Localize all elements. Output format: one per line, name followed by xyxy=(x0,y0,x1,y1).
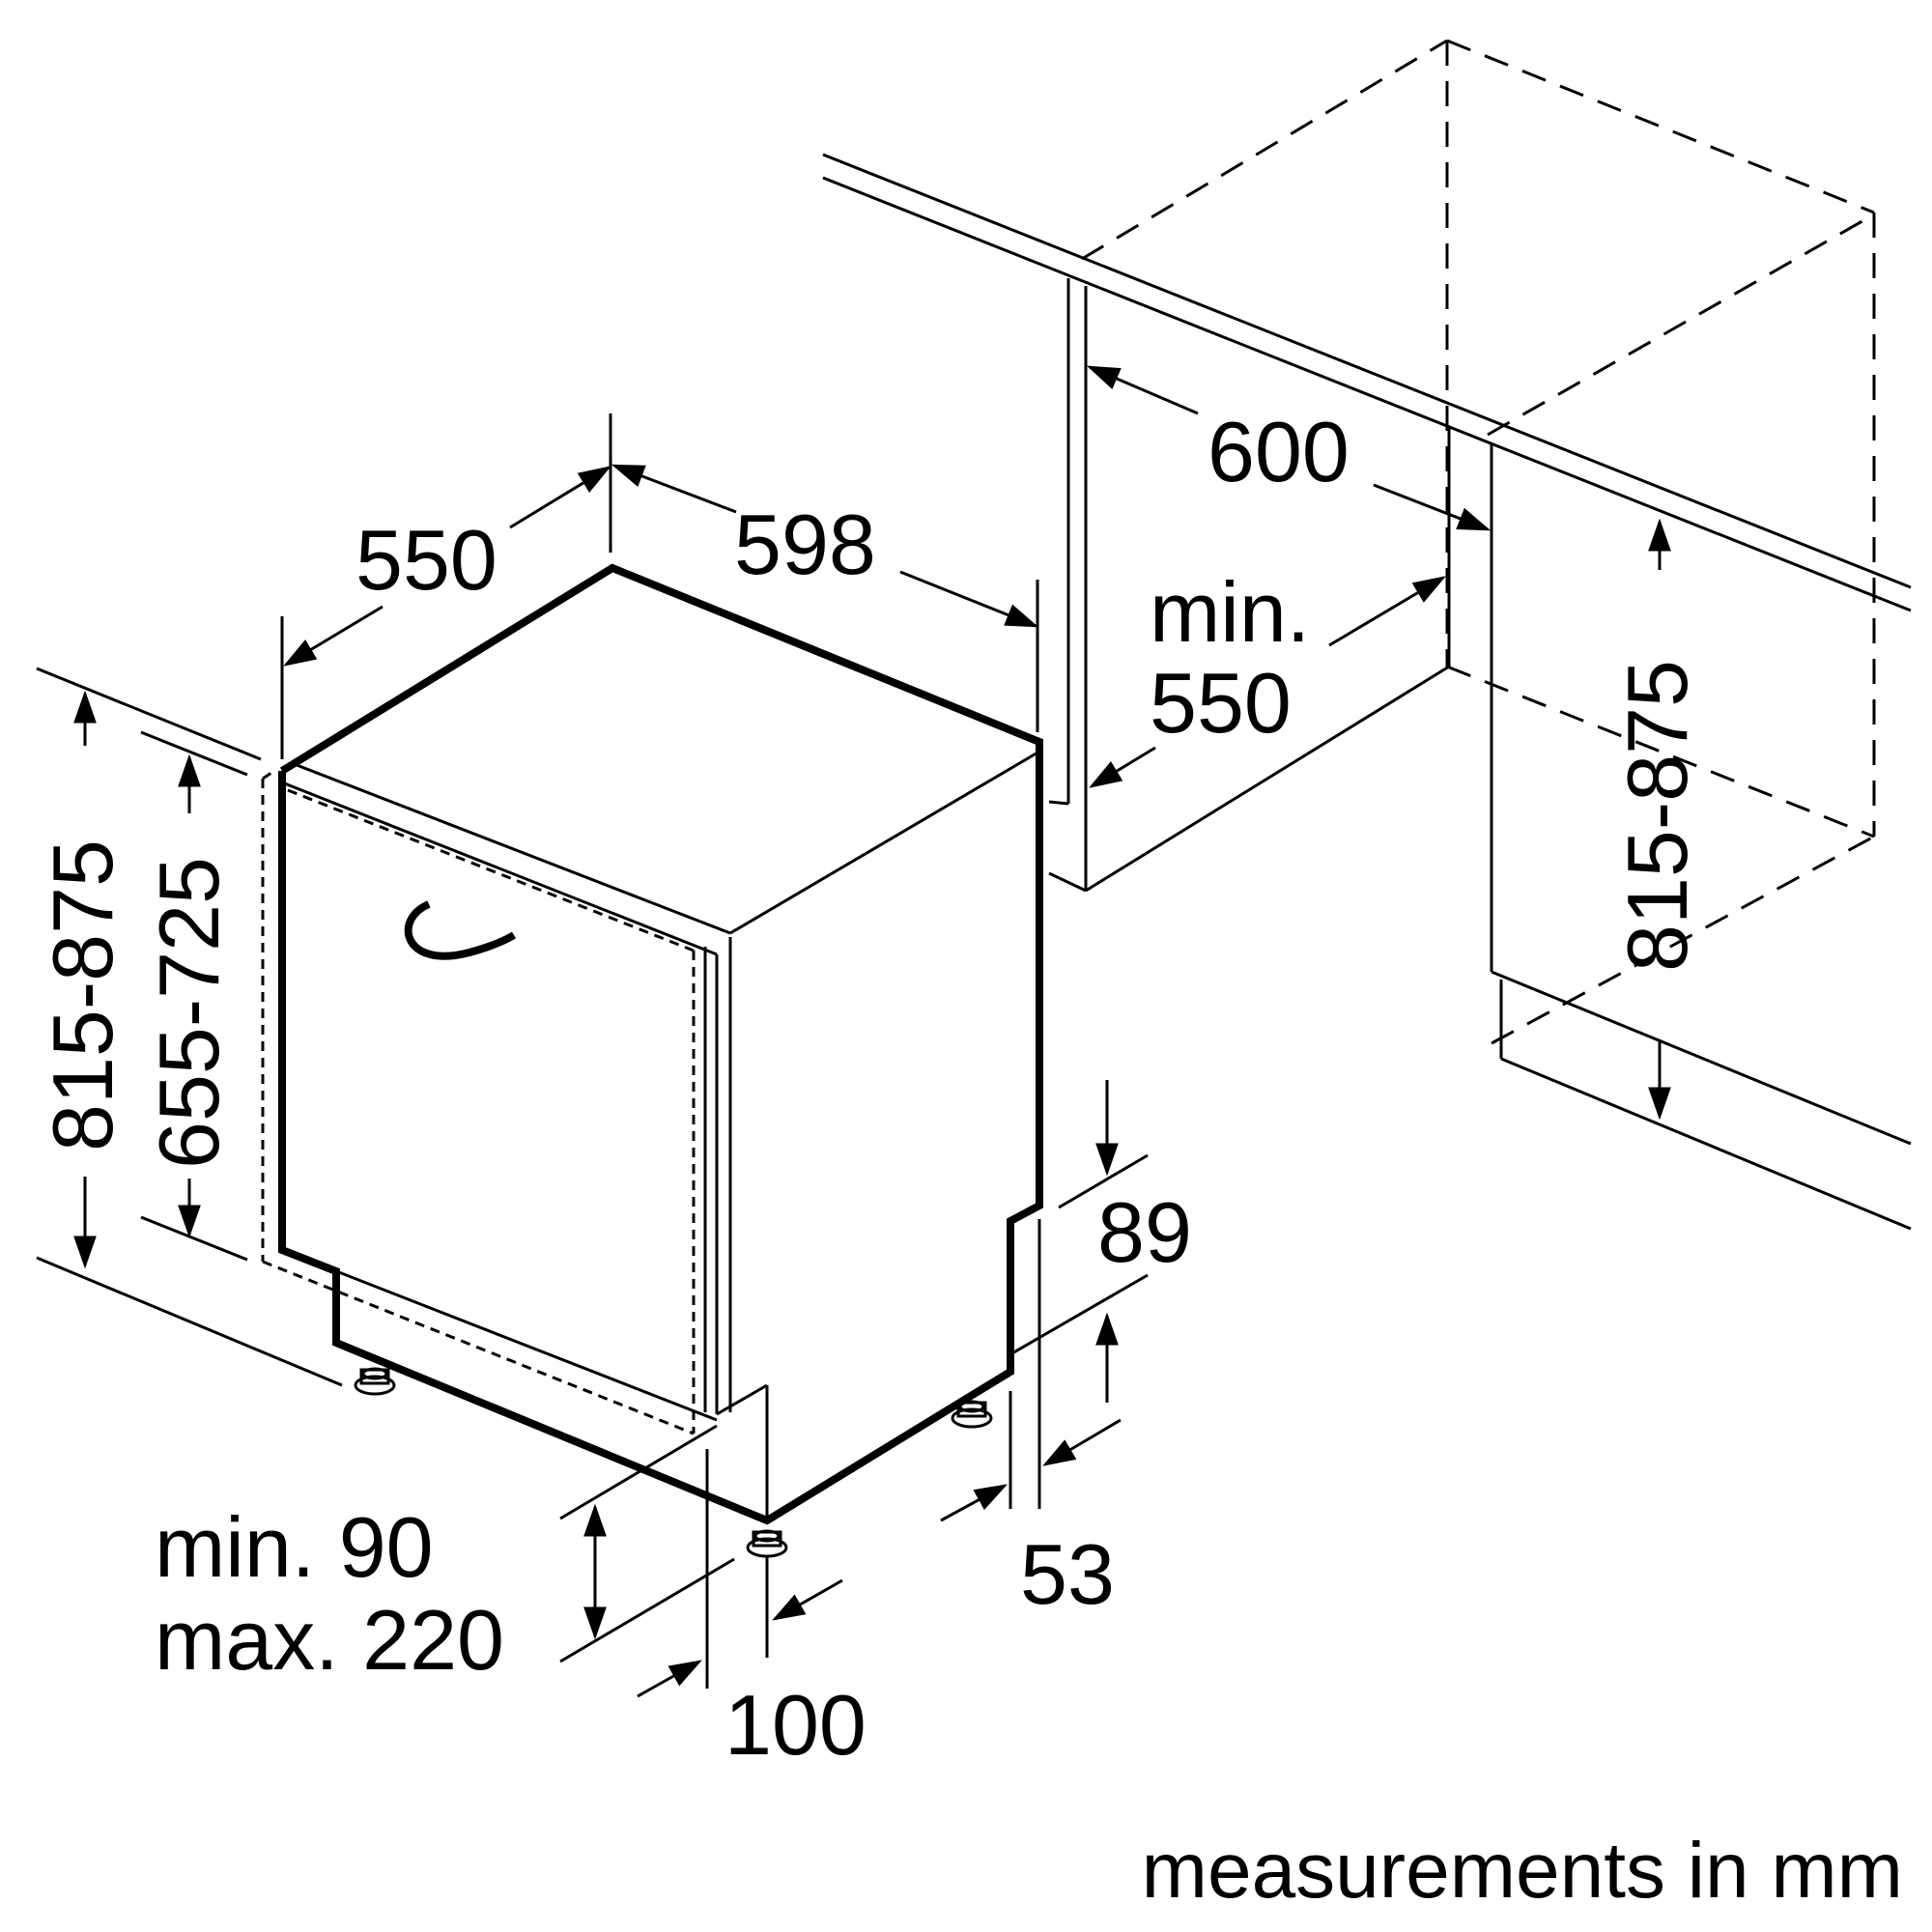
footer-units: measurements in mm xyxy=(1142,1827,1903,1915)
adjustable-feet xyxy=(354,1367,993,1558)
label-niche-width: 600 xyxy=(1208,404,1350,499)
label-foot-100: 100 xyxy=(724,1677,867,1773)
label-height-door: 655-725 xyxy=(141,857,237,1169)
label-plinth-53: 53 xyxy=(1020,1526,1115,1622)
label-niche-height: 815-875 xyxy=(1609,660,1705,972)
label-niche-depth-line1: min. xyxy=(1150,564,1310,660)
installation-niche xyxy=(822,39,1912,1231)
dimension-lines xyxy=(36,365,1671,1698)
label-top-depth: 550 xyxy=(355,512,497,608)
label-plinth-max: max. 220 xyxy=(155,1592,504,1688)
label-plinth-min: min. 90 xyxy=(155,1499,434,1595)
label-niche-depth-line2: 550 xyxy=(1150,655,1292,751)
label-height-total: 815-875 xyxy=(35,839,130,1151)
door-handle xyxy=(404,900,517,960)
label-plinth-89: 89 xyxy=(1097,1184,1192,1280)
label-top-width: 598 xyxy=(734,497,876,592)
dishwasher-body xyxy=(261,563,1043,1558)
